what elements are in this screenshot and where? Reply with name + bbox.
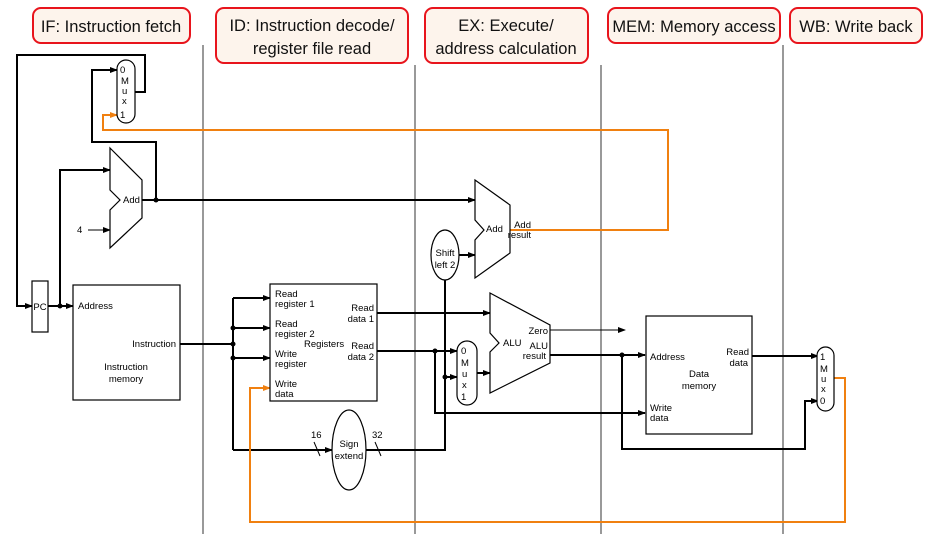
- mux-label: u: [122, 86, 127, 97]
- stage-id-label: register file read: [253, 40, 371, 58]
- mux-label: 1: [820, 352, 825, 363]
- add-label: Add: [486, 224, 503, 235]
- reg-label: Read: [275, 289, 298, 300]
- sign-extend-label: extend: [335, 451, 364, 462]
- mux-label: x: [122, 96, 127, 107]
- reg-label: register 1: [275, 299, 315, 310]
- reg-label: register: [275, 359, 307, 370]
- imem-address-label: Address: [78, 301, 113, 312]
- dmem-name: Data: [689, 369, 710, 380]
- reg-label: register 2: [275, 329, 315, 340]
- alu-result-label: ALU: [530, 341, 549, 352]
- mux-label: x: [462, 380, 467, 391]
- bit-width-32: 32: [372, 430, 383, 441]
- reg-label: Write: [275, 379, 297, 390]
- imem-instruction-label: Instruction: [132, 339, 176, 350]
- register-file: Read register 1 Read register 2 Write re…: [269, 283, 378, 402]
- shift-label: left 2: [435, 260, 456, 271]
- alu: ALU Zero ALU result: [489, 292, 551, 394]
- reg-label: Write: [275, 349, 297, 360]
- alu-label: ALU: [503, 338, 522, 349]
- reg-label: Read: [351, 303, 374, 314]
- dmem-label: Write: [650, 403, 672, 414]
- stage-ex-header: EX: Execute/ address calculation: [424, 7, 589, 64]
- reg-label: data 1: [348, 314, 374, 325]
- shift-label: Shift: [435, 248, 454, 259]
- dmem-label: Read: [726, 347, 749, 358]
- stage-ex-label: address calculation: [435, 40, 576, 58]
- stage-wb-header: WB: Write back: [789, 7, 923, 44]
- wires: [16, 54, 846, 523]
- mux-label: M: [121, 76, 129, 87]
- reg-label: data 2: [348, 352, 374, 363]
- stage-if-header: IF: Instruction fetch: [32, 7, 191, 44]
- constant-4: 4: [77, 225, 82, 236]
- writeback-mux: 1 M u x 0: [816, 346, 835, 412]
- stage-if-label: IF: Instruction fetch: [41, 18, 181, 36]
- add-label: Add: [123, 195, 140, 206]
- sign-extend-unit: Sign extend: [331, 409, 367, 491]
- dmem-label: data: [730, 358, 749, 369]
- pc-register: PC: [31, 280, 49, 333]
- branch-adder: Add Add result: [474, 178, 532, 280]
- alu-src-mux: 0 M u x 1: [456, 340, 478, 406]
- reg-label: Read: [275, 319, 298, 330]
- mux-label: x: [821, 384, 826, 395]
- stage-mem-header: MEM: Memory access: [607, 7, 781, 44]
- pc-mux: 0 M u x 1: [116, 59, 136, 124]
- add-result-label: Add: [514, 220, 531, 231]
- mux-label: 0: [120, 65, 125, 76]
- mux-label: 1: [120, 110, 125, 121]
- shift-left-2: Shift left 2: [430, 229, 460, 281]
- add-result-label: result: [508, 230, 532, 241]
- dmem-name: memory: [682, 381, 717, 392]
- reg-label: Read: [351, 341, 374, 352]
- dmem-label: data: [650, 413, 669, 424]
- dmem-label: Address: [650, 352, 685, 363]
- imem-name: Instruction: [104, 362, 148, 373]
- reg-label: data: [275, 389, 294, 400]
- stage-id-label: ID: Instruction decode/: [229, 17, 395, 35]
- mux-label: 0: [820, 396, 825, 407]
- sign-extend-label: Sign: [339, 439, 358, 450]
- stage-id-header: ID: Instruction decode/ register file re…: [215, 7, 409, 64]
- mux-label: u: [462, 369, 467, 380]
- alu-result-label: result: [523, 351, 547, 362]
- mux-label: 0: [461, 346, 466, 357]
- imem-name: memory: [109, 374, 144, 385]
- pc-label: PC: [33, 302, 46, 313]
- instruction-memory: Address Instruction Instruction memory: [72, 284, 181, 401]
- mux-label: u: [821, 374, 826, 385]
- stage-wb-label: WB: Write back: [799, 18, 913, 36]
- bit-width-16: 16: [311, 430, 322, 441]
- stage-mem-label: MEM: Memory access: [612, 18, 775, 36]
- stage-ex-label: EX: Execute/: [458, 17, 554, 35]
- registers-name: Registers: [304, 339, 344, 350]
- mux-label: 1: [461, 392, 466, 403]
- mux-label: M: [820, 364, 828, 375]
- data-memory: Address Read data Data memory Write data: [645, 315, 753, 435]
- mux-label: M: [461, 358, 469, 369]
- zero-label: Zero: [528, 326, 548, 337]
- if-adder: Add: [109, 146, 143, 250]
